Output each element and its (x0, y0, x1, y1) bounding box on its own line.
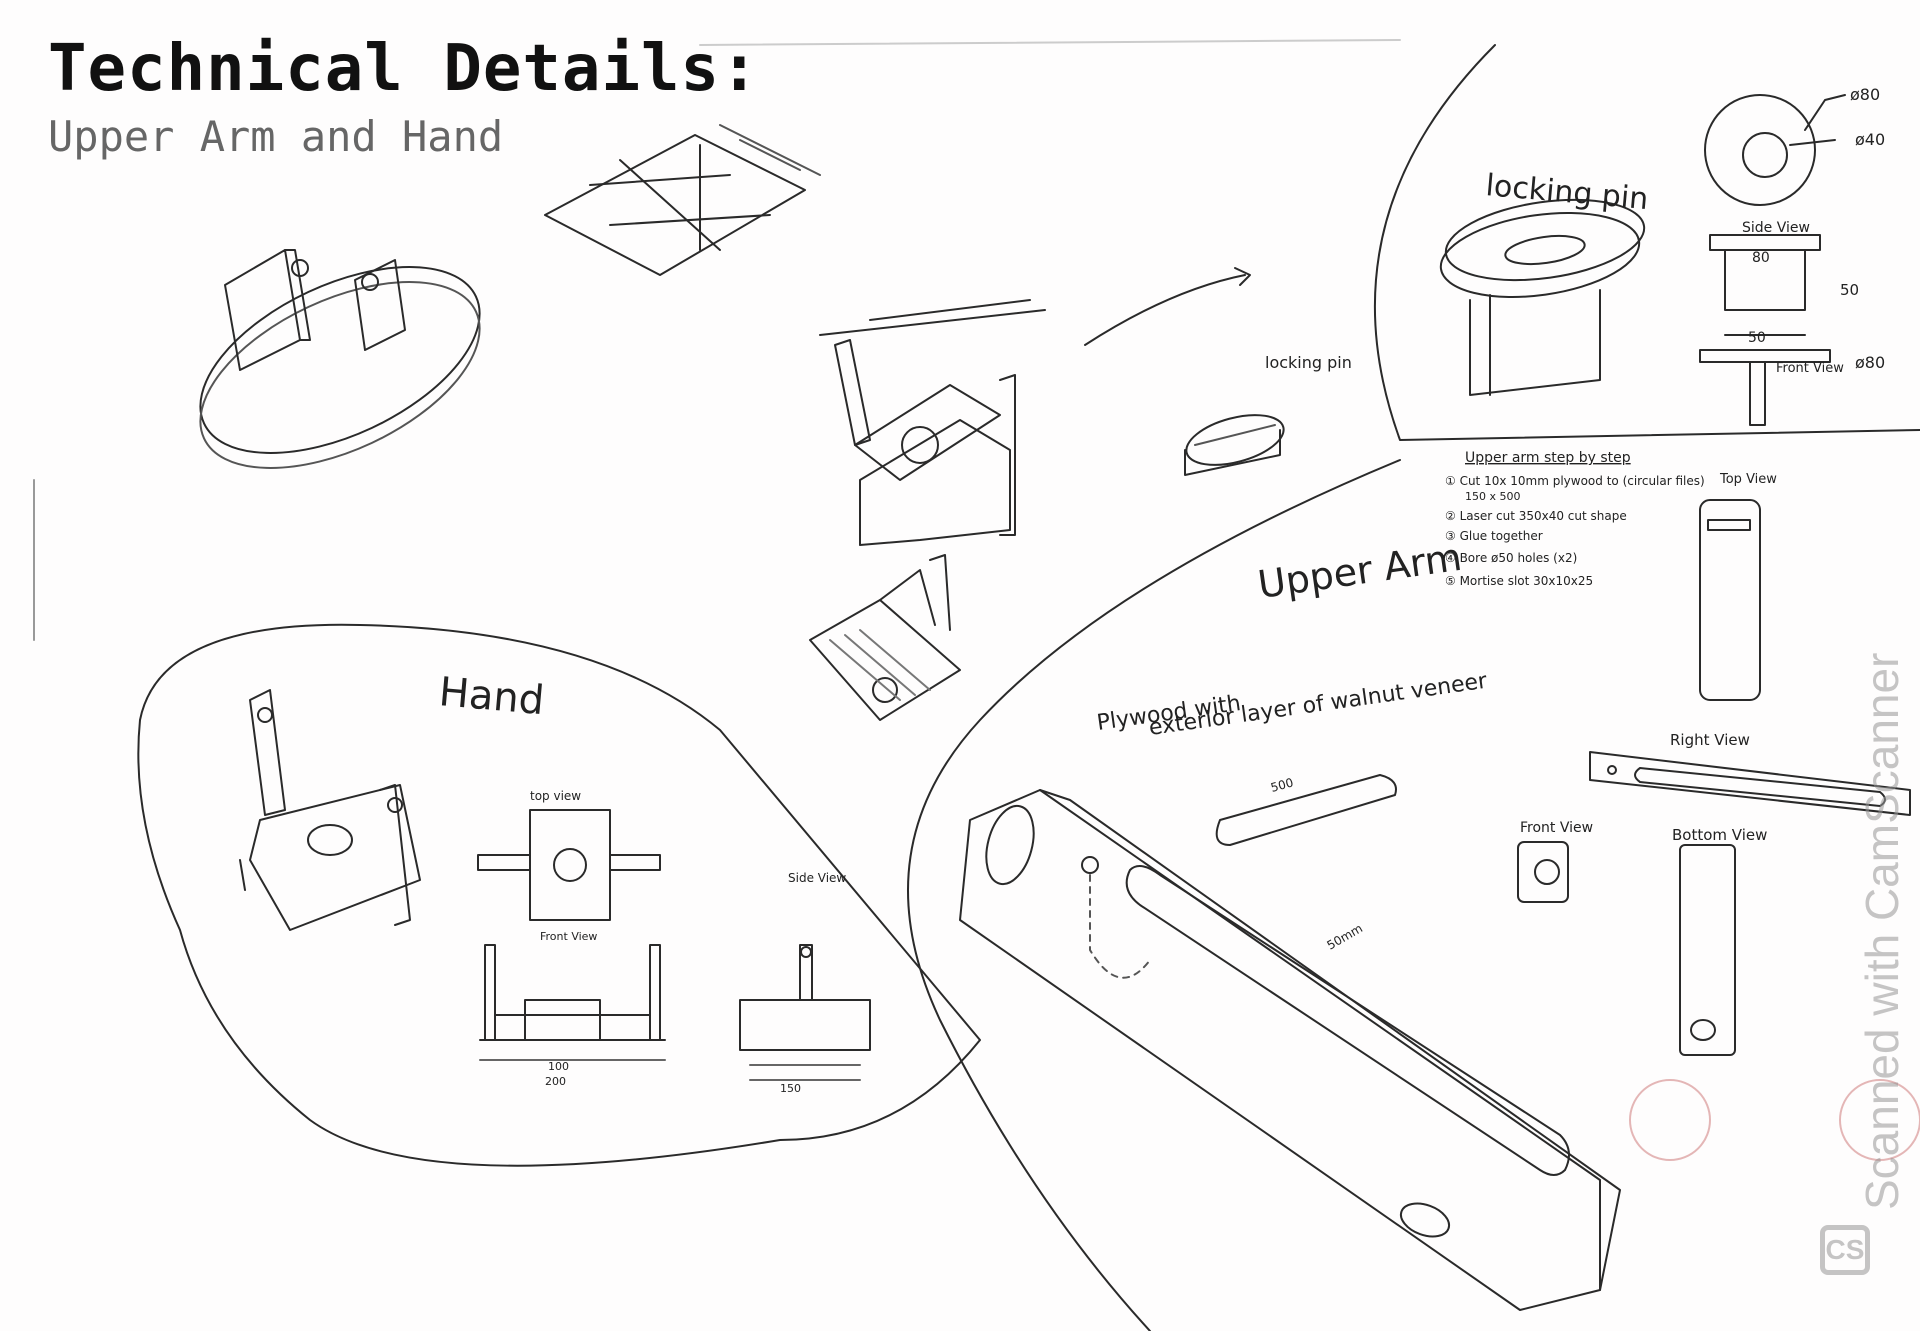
washer-top-view (1704, 94, 1846, 206)
dowel-sketch (1215, 774, 1397, 846)
hand-ring-sketch (199, 249, 481, 469)
large-locking-pin-sketch (1439, 198, 1646, 396)
small-locking-pin-sketch (1184, 414, 1285, 476)
step-4: ④ Bore ø50 holes (x2) (1445, 551, 1577, 565)
top-view-label: Top View (1719, 472, 1777, 487)
side-view-label: Side View (1742, 220, 1810, 236)
dim-150: 150 (780, 1082, 801, 1095)
hand-label: Hand (437, 669, 546, 724)
hand-bracket-sketch (239, 689, 421, 931)
upper-arm-right-view (1589, 751, 1911, 816)
hand-top-view-label: top view (530, 789, 581, 803)
hand-front-view-label: Front View (540, 930, 597, 943)
step-1b: 150 x 500 (1465, 490, 1521, 503)
front-view-label: Front View (1776, 361, 1844, 376)
camscanner-logo-icon: CS (1820, 1225, 1870, 1275)
hand-top-view (477, 809, 661, 921)
camscanner-watermark: Scanned with CamScanner (1856, 652, 1908, 1210)
dim-mm: 50mm (1325, 921, 1365, 952)
dim-200: 200 (545, 1075, 566, 1088)
bottom-view-label: Bottom View (1672, 826, 1767, 844)
step-1: ① Cut 10x 10mm plywood to (circular file… (1445, 474, 1705, 488)
upper-arm-label: Upper Arm (1255, 535, 1464, 607)
page-edge-line-top (699, 39, 1401, 46)
upper-arm-bottom-view (1679, 844, 1736, 1056)
bracket-section-sketch (809, 554, 961, 721)
hand-front-view (479, 944, 666, 1061)
hand-side-view-label: Side View (788, 871, 846, 885)
hand-side-view (739, 944, 871, 1081)
pin-side-view (1699, 234, 1831, 426)
dim-50-side: 50 (1840, 281, 1859, 299)
upper-arm-region (907, 459, 1401, 1331)
locking-pin-label: locking pin (1484, 168, 1649, 217)
locking-pin-region (1373, 44, 1920, 441)
step-3: ③ Glue together (1445, 529, 1543, 543)
hand-region (137, 623, 981, 1167)
dim-d40: ø40 (1855, 130, 1885, 149)
dim-100: 100 (548, 1060, 569, 1073)
dim-50-front: 50 (1748, 330, 1766, 346)
small-locking-pin-label: locking pin (1265, 353, 1352, 372)
page-subtitle: Upper Arm and Hand (48, 112, 504, 161)
plate-layout-sketch (544, 124, 821, 276)
right-view-label: Right View (1670, 731, 1750, 749)
dim-d80-front: ø80 (1855, 353, 1885, 372)
upper-arm-top-view (1699, 499, 1761, 701)
dim-500: 500 (1269, 775, 1295, 794)
dim-d80: ø80 (1850, 85, 1880, 104)
pointer-arrow (1084, 274, 1246, 346)
dim-80: 80 (1752, 250, 1770, 266)
page-title: Technical Details: (48, 32, 760, 106)
bracket-isometric-sketch (819, 299, 1046, 546)
front-view-label-2: Front View (1520, 820, 1593, 836)
step-5: ⑤ Mortise slot 30x10x25 (1445, 574, 1593, 588)
upper-arm-front-view (1517, 841, 1569, 903)
step-2: ② Laser cut 350x40 cut shape (1445, 509, 1627, 523)
upper-arm-isometric-sketch (959, 789, 1621, 1311)
steps-title: Upper arm step by step (1465, 450, 1631, 466)
